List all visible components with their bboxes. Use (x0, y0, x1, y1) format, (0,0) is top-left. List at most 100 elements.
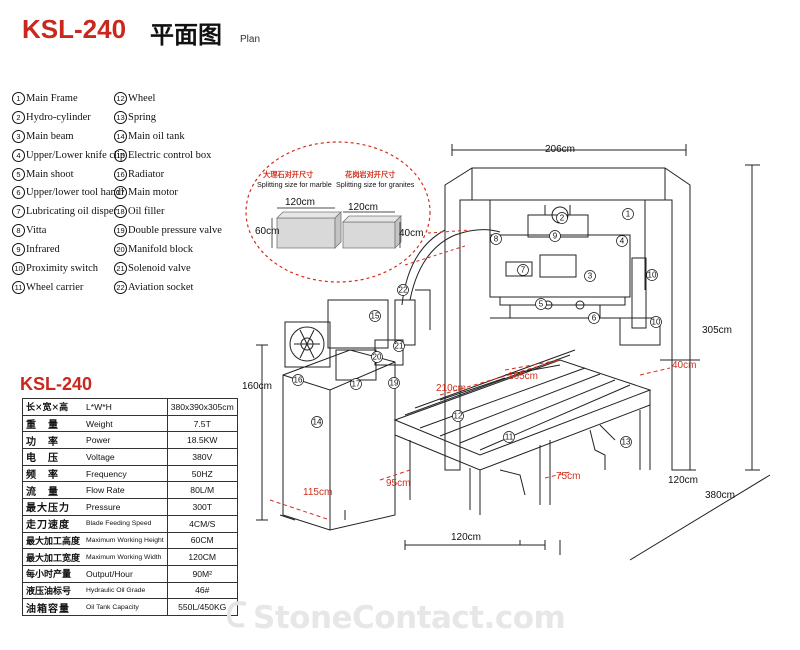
marble-size-label-en: Splitting size for marble (257, 180, 332, 189)
part-marker-16: 16 (292, 374, 304, 386)
part-label: Vitta (26, 225, 47, 237)
svg-text:14: 14 (313, 418, 322, 427)
part-marker-10: 10 (650, 316, 662, 328)
part-number-badge: 18 (114, 205, 127, 219)
part-number-badge: 16 (114, 167, 127, 181)
svg-text:9: 9 (553, 232, 558, 241)
part-number-badge: 22 (114, 280, 127, 294)
marble-width-label: 120cm (285, 197, 316, 208)
part-label: Main motor (128, 187, 178, 199)
part-label: Main beam (26, 130, 74, 142)
part-number-badge: 6 (12, 186, 25, 200)
part-marker-3: 3 (584, 270, 596, 282)
dim-right-120: 120cm (668, 475, 699, 486)
part-number-badge: 5 (12, 167, 25, 181)
watermark: StoneContact.com (253, 600, 566, 636)
dim-overall-height: 305cm (702, 325, 733, 336)
spec-title: KSL-240 (20, 374, 93, 394)
spec-value: 18.5KW (166, 431, 238, 450)
part-number-badge: 11 (12, 280, 25, 294)
part-marker-13: 13 (620, 436, 632, 448)
part-marker-21: 21 (393, 340, 405, 352)
granite-width-label: 120cm (348, 202, 379, 213)
part-number-badge: 4 (12, 148, 25, 162)
marble-size-label-cn: 大理石对开尺寸 (263, 170, 314, 179)
part-number-badge: 8 (12, 224, 25, 238)
svg-text:3: 3 (588, 272, 593, 281)
dim-rail-165: 165cm (508, 371, 539, 382)
part-marker-19: 19 (388, 377, 400, 389)
part-label: Double pressure valve (128, 225, 222, 237)
part-label: Wheel carrier (26, 281, 84, 293)
dim-right-40: 40cm (672, 360, 697, 371)
part-number-badge: 9 (12, 243, 25, 257)
dim-base-115: 115cm (303, 487, 333, 498)
svg-text:22: 22 (399, 286, 408, 295)
svg-text:21: 21 (395, 342, 404, 351)
part-label: Upper/Lower knife clip (26, 149, 126, 161)
svg-text:12: 12 (454, 412, 463, 421)
part-label: Manifold block (128, 244, 194, 256)
part-marker-22: 22 (397, 284, 409, 296)
part-marker-7: 7 (517, 264, 529, 276)
part-number-badge: 10 (12, 262, 25, 276)
part-label: Oil filler (128, 206, 165, 218)
part-number-badge: 12 (114, 92, 127, 105)
part-label: Hydro-cylinder (26, 111, 91, 123)
watermark-logo-icon (226, 601, 247, 628)
granite-height-label: 40cm (399, 228, 424, 239)
part-label: Solenoid valve (128, 263, 191, 275)
part-number-badge: 3 (12, 129, 25, 143)
part-number-badge: 17 (114, 186, 127, 200)
part-label: Infrared (26, 244, 60, 256)
part-label: Main Frame (26, 93, 78, 104)
marble-height-label: 60cm (255, 226, 280, 237)
part-marker-6: 6 (588, 312, 600, 324)
svg-text:2: 2 (560, 214, 565, 223)
svg-text:20: 20 (373, 353, 382, 362)
granite-size-label-en: Splitting size for granites (336, 180, 415, 189)
svg-text:8: 8 (494, 235, 499, 244)
part-marker-1: 1 (622, 208, 634, 220)
part-number-badge: 13 (114, 110, 127, 124)
svg-text:15: 15 (371, 312, 380, 321)
svg-text:4: 4 (620, 237, 625, 246)
spec-value: 550L/450KG (166, 598, 238, 616)
svg-text:16: 16 (294, 376, 303, 385)
svg-text:10: 10 (652, 318, 661, 327)
dim-base-95: 95cm (386, 478, 411, 489)
svg-text:19: 19 (390, 379, 399, 388)
dim-base-75: 75cm (556, 471, 581, 482)
part-label: Proximity switch (26, 263, 99, 275)
part-marker-20: 20 (371, 351, 383, 363)
title-chinese: 平面图 (150, 22, 222, 49)
part-label: Wheel (128, 93, 156, 104)
svg-text:7: 7 (521, 266, 526, 275)
title-english: Plan (240, 34, 261, 45)
part-number-badge: 15 (114, 148, 127, 162)
dim-tank-height: 160cm (242, 381, 273, 392)
svg-text:11: 11 (505, 433, 514, 442)
part-number-badge: 7 (12, 205, 25, 219)
